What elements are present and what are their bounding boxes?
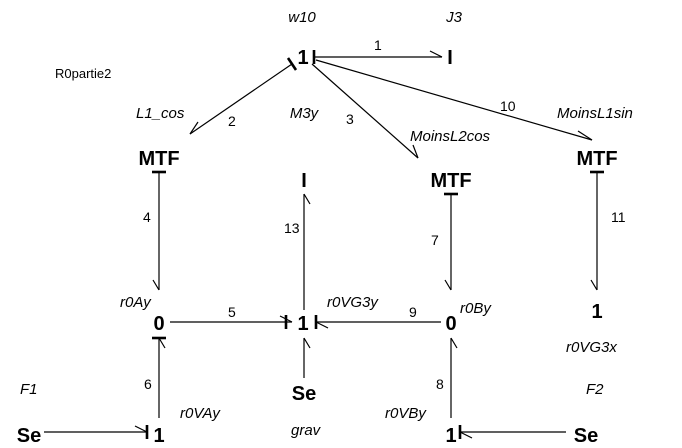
bond-9 — [314, 315, 441, 329]
bond-3 — [311, 63, 419, 159]
bond-label-6: 6 — [144, 376, 152, 392]
node-f2-name: F2 — [586, 381, 604, 398]
diagram-title: R0partie2 — [55, 66, 111, 81]
node-r0vg3y-symbol: 1 — [297, 313, 308, 335]
bond-6 — [152, 336, 166, 418]
node-r0ay-name: r0Ay — [120, 294, 152, 311]
node-r0vg3x-symbol: 1 — [591, 301, 602, 323]
bond-7 — [444, 192, 458, 291]
bond-5 — [170, 315, 293, 329]
bond-label-8: 8 — [436, 376, 444, 392]
node-r0by-name: r0By — [460, 300, 492, 317]
node-moinsl2cos-symbol: MTF — [430, 170, 471, 192]
node-r0by-symbol: 0 — [445, 313, 456, 335]
node-f1-symbol: Se — [17, 425, 41, 447]
bond-label-9: 9 — [409, 304, 417, 320]
node-r0vg3y-name: r0VG3y — [327, 294, 379, 311]
bond-1 — [312, 50, 443, 64]
bond-label-10: 10 — [500, 98, 516, 114]
bond-label-11: 11 — [611, 209, 626, 225]
bond-13 — [303, 193, 311, 310]
node-m3y-name: M3y — [290, 105, 320, 122]
bond-2 — [189, 57, 298, 135]
bond-grav-r0vg3y — [303, 337, 311, 378]
node-w10-name: w10 — [288, 9, 316, 26]
node-moinsl1sin-symbol: MTF — [576, 148, 617, 170]
bond-label-1: 1 — [374, 37, 382, 53]
node-grav-symbol: Se — [292, 383, 316, 405]
bond-11 — [590, 170, 604, 291]
bond-label-2: 2 — [228, 113, 236, 129]
node-r0ay-symbol: 0 — [153, 313, 164, 335]
node-r0vby-name: r0VBy — [385, 405, 427, 422]
bond-label-3: 3 — [346, 111, 354, 127]
bond-f1-r0vay — [44, 425, 149, 439]
node-grav-name: grav — [291, 422, 322, 439]
node-moinsl2cos-name: MoinsL2cos — [410, 128, 491, 145]
bond-label-7: 7 — [431, 232, 439, 248]
node-f2-symbol: Se — [574, 425, 598, 447]
node-f1-name: F1 — [20, 381, 38, 398]
node-l1cos-symbol: MTF — [138, 148, 179, 170]
bond-10 — [315, 59, 593, 141]
node-r0vay-symbol: 1 — [153, 425, 164, 447]
bond-label-13: 13 — [284, 220, 300, 236]
node-moinsl1sin-name: MoinsL1sin — [557, 105, 633, 122]
node-w10-symbol: 1 — [297, 47, 308, 69]
bond-label-5: 5 — [228, 304, 236, 320]
node-m3y-symbol: I — [301, 170, 307, 192]
node-r0vay-name: r0VAy — [180, 405, 221, 422]
node-j3-symbol: I — [447, 47, 453, 69]
bond-8 — [450, 337, 458, 418]
bond-4 — [152, 170, 166, 291]
bond-label-4: 4 — [143, 209, 151, 225]
node-j3-name: J3 — [445, 9, 463, 26]
bond-f2-r0vby — [458, 425, 566, 439]
node-r0vby-symbol: 1 — [445, 425, 456, 447]
node-l1cos-name: L1_cos — [136, 105, 185, 122]
node-r0vg3x-name: r0VG3x — [566, 339, 617, 356]
